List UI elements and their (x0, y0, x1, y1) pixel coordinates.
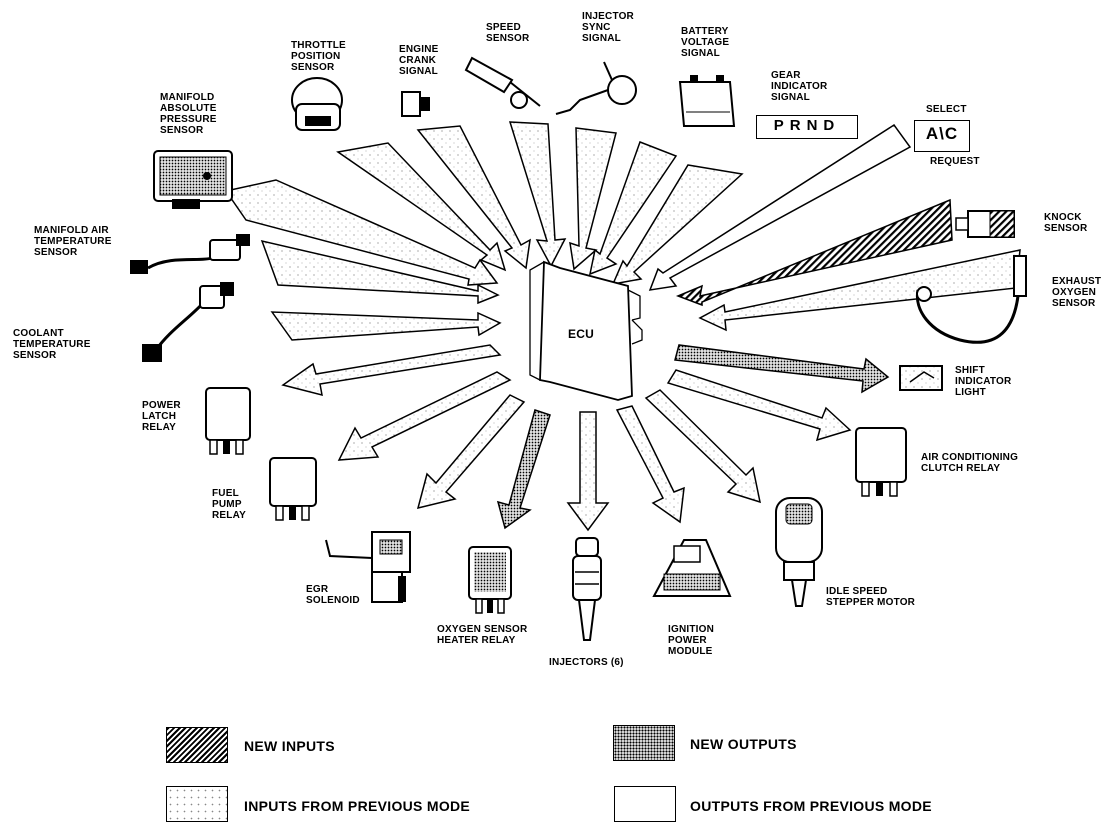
battery-icon (678, 75, 736, 127)
shift-light-icon (899, 365, 943, 391)
arrow-ac-clutch-output (666, 369, 852, 442)
power-latch-relay-icon (205, 387, 251, 455)
arrow-gear-input (611, 164, 744, 285)
arrow-fuel-pump-output (337, 371, 512, 461)
legend-outputs-previous: OUTPUTS FROM PREVIOUS MODE (690, 798, 932, 814)
exhaust-oxygen-label: EXHAUST OXYGEN SENSOR (1052, 276, 1102, 309)
battery-voltage-label: BATTERY VOLTAGE SIGNAL (681, 26, 730, 59)
oxygen-heater-label: OXYGEN SENSOR HEATER RELAY (437, 624, 528, 646)
coolant-temp-label: COOLANT TEMPERATURE SENSOR (13, 328, 91, 361)
ac-display: A\C (914, 120, 970, 152)
arrow-manifold-air-input (260, 239, 500, 305)
fuel-pump-relay-icon (269, 457, 317, 521)
request-label: REQUEST (930, 156, 980, 167)
engine-crank-label: ENGINE CRANK SIGNAL (399, 44, 439, 77)
arrow-map-input (224, 179, 499, 286)
arrow-knock-input (675, 198, 953, 307)
throttle-sensor-icon (291, 77, 343, 131)
knock-sensor-icon (955, 210, 1015, 238)
injector-sync-icon (555, 61, 637, 115)
coolant-sensor-icon (142, 282, 234, 362)
arrow-injectors-output (566, 411, 610, 532)
gear-display: PRND (756, 115, 858, 139)
ac-clutch-label: AIR CONDITIONING CLUTCH RELAY (921, 452, 1019, 474)
egr-solenoid-icon (325, 531, 411, 603)
idle-speed-label: IDLE SPEED STEPPER MOTOR (826, 586, 916, 608)
legend-swatch-inputs-previous (166, 786, 228, 822)
injector-icon (572, 537, 602, 641)
arrow-battery-input (588, 141, 678, 276)
map-sensor-label: MANIFOLD ABSOLUTE PRESSURE SENSOR (160, 92, 217, 136)
arrow-egr-output (416, 394, 526, 510)
arrow-engine-crank-input (416, 125, 531, 270)
ignition-module-icon (652, 539, 732, 597)
ecu-module (529, 260, 643, 401)
fuel-pump-label: FUEL PUMP RELAY (212, 488, 246, 521)
engine-crank-icon (401, 91, 430, 117)
legend-swatch-new-outputs (613, 725, 675, 761)
arrow-ac-request-input (648, 123, 912, 291)
injectors-label: INJECTORS (6) (549, 657, 624, 668)
legend-swatch-outputs-previous (614, 786, 676, 822)
manifold-air-sensor-icon (130, 234, 250, 274)
arrow-coolant-input (270, 311, 502, 341)
shift-light-label: SHIFT INDICATOR LIGHT (955, 365, 1012, 398)
arrow-idle-speed-output (644, 389, 761, 504)
select-label: SELECT (926, 104, 967, 115)
legend-new-inputs: NEW INPUTS (244, 738, 335, 754)
arrow-exhaust-oxygen-input (698, 249, 1021, 332)
oxygen-heater-relay-icon (468, 546, 512, 614)
gear-indicator-label: GEAR INDICATOR SIGNAL (771, 70, 828, 103)
ignition-module-label: IGNITION POWER MODULE (668, 624, 715, 657)
throttle-sensor-label: THROTTLE POSITION SENSOR (291, 40, 346, 73)
ac-clutch-relay-icon (855, 427, 907, 497)
arrow-oxygen-heater-output (496, 409, 551, 530)
legend-new-outputs: NEW OUTPUTS (690, 736, 797, 752)
knock-sensor-label: KNOCK SENSOR (1044, 212, 1088, 234)
arrow-power-latch-output (281, 344, 502, 397)
ecu-label: ECU (568, 327, 594, 341)
arrow-speed-sensor-input (508, 121, 567, 268)
arrow-shift-light-output (674, 344, 890, 394)
arrow-injector-sync-input (569, 127, 617, 271)
idle-speed-motor-icon (775, 497, 823, 607)
map-sensor-icon (153, 150, 233, 209)
speed-sensor-icon (464, 56, 541, 109)
arrow-throttle-input (336, 142, 507, 272)
egr-solenoid-label: EGR SOLENOID (306, 584, 360, 606)
legend-inputs-previous: INPUTS FROM PREVIOUS MODE (244, 798, 471, 814)
exhaust-oxygen-sensor-icon (915, 255, 1027, 344)
manifold-air-temp-label: MANIFOLD AIR TEMPERATURE SENSOR (34, 225, 112, 258)
power-latch-label: POWER LATCH RELAY (142, 400, 181, 433)
speed-sensor-label: SPEED SENSOR (486, 22, 530, 44)
arrow-ignition-output (615, 405, 685, 524)
injector-sync-label: INJECTOR SYNC SIGNAL (582, 11, 634, 44)
legend-swatch-new-inputs (166, 727, 228, 763)
